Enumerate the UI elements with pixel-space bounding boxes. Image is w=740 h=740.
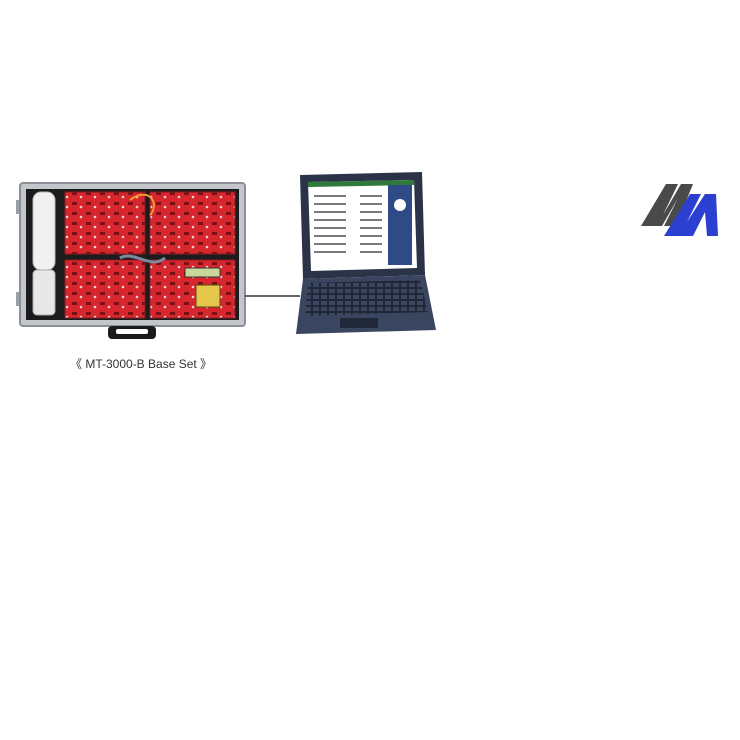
mm-brand-logo (641, 184, 718, 236)
laptop-top (296, 172, 436, 334)
base-set-caption: 《 MT-3000-B Base Set 》 (70, 357, 213, 371)
red-trainer-case (16, 182, 246, 339)
